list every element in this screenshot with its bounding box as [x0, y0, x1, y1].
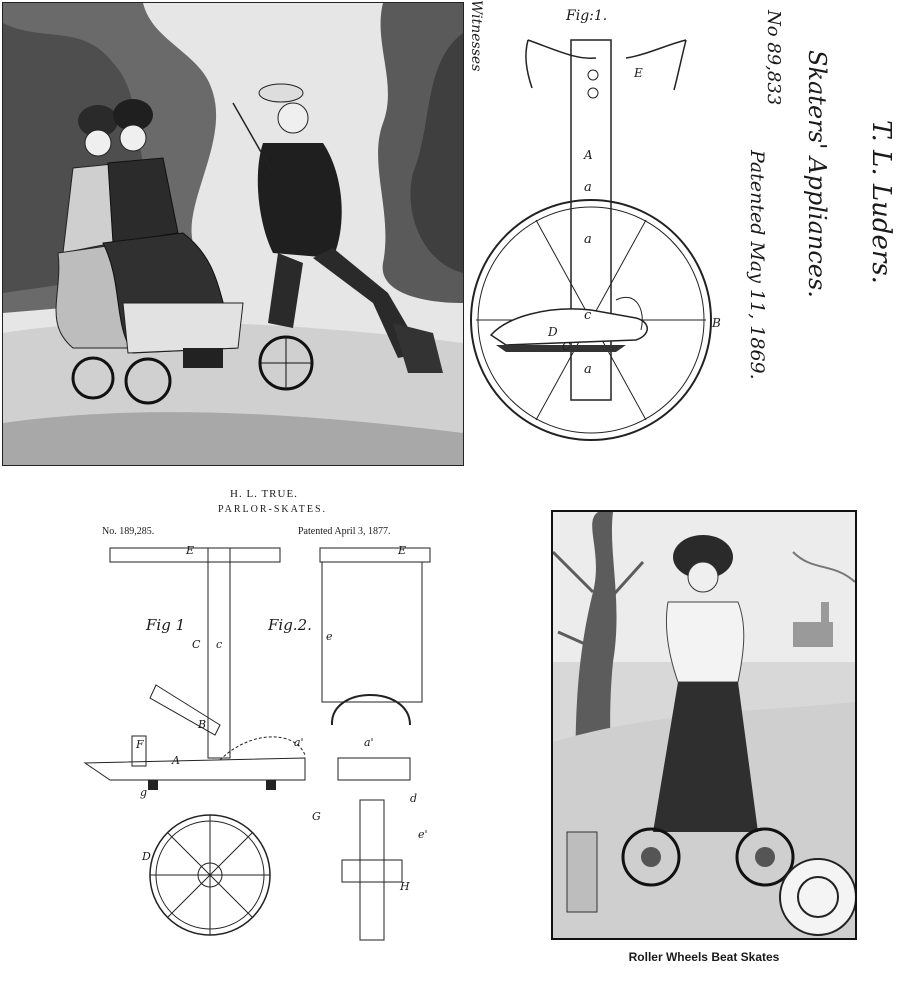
luders-part-a1: a — [584, 180, 592, 195]
true-part-E1: E — [186, 544, 195, 557]
engraving-panel — [2, 2, 464, 466]
true-part-G: G — [312, 810, 321, 823]
luders-number: No 89,833 — [763, 10, 784, 106]
luders-inventor: T. L. Luders. — [866, 120, 896, 284]
luders-part-c: c — [584, 308, 592, 323]
luders-witnesses: Witnesses — [468, 0, 484, 72]
true-part-B: B — [198, 718, 207, 731]
luders-fig-label: Fig:1. — [566, 8, 608, 24]
true-number: No. 189,285. — [102, 526, 155, 537]
true-fig1-label: Fig 1 — [146, 616, 186, 634]
true-part-a2: a' — [364, 736, 374, 749]
luders-part-a2: a — [584, 232, 592, 247]
true-part-c: c — [216, 638, 223, 651]
true-patent-drawing — [83, 547, 431, 941]
true-part-C: C — [192, 638, 201, 651]
true-patent-panel: H. L. TRUE. PARLOR-SKATES. No. 189,285. … — [80, 480, 440, 950]
luders-part-D: D — [548, 325, 558, 339]
true-part-d: d — [410, 792, 418, 805]
luders-patented: Patented May 11, 1869. — [746, 150, 768, 380]
luders-patent-drawing — [470, 39, 712, 441]
luders-title: Skaters' Appliances. — [803, 50, 831, 298]
luders-part-B: B — [712, 316, 721, 330]
engraving-illustration — [3, 3, 463, 465]
roller-wheels-illustration — [553, 512, 855, 938]
true-part-A: A — [172, 754, 180, 767]
true-part-a1: a' — [294, 736, 304, 749]
true-part-E2: E — [398, 544, 407, 557]
true-part-e-prime: e' — [418, 828, 428, 841]
man-figure — [232, 83, 443, 391]
luders-part-C: C — [562, 340, 571, 353]
photo-caption: Roller Wheels Beat Skates — [628, 950, 780, 964]
true-part-D: D — [142, 850, 151, 863]
true-title: PARLOR-SKATES. — [218, 504, 328, 515]
roller-wheels-photo — [551, 510, 857, 940]
true-inventor: H. L. TRUE. — [230, 488, 298, 500]
luders-patent-panel: Fig:1. E A a a c a B D C T. L. Luders. S… — [466, 0, 900, 470]
true-part-H: H — [400, 880, 410, 893]
true-part-e: e — [326, 630, 333, 643]
true-part-F: F — [136, 738, 144, 751]
true-fig2-label: Fig.2. — [268, 616, 312, 634]
luders-part-A: A — [584, 148, 593, 162]
luders-part-a3: a — [584, 362, 592, 377]
luders-part-E: E — [634, 66, 643, 80]
true-patented: Patented April 3, 1877. — [298, 526, 391, 537]
true-part-g: g — [140, 786, 148, 799]
women-figures — [55, 99, 244, 405]
